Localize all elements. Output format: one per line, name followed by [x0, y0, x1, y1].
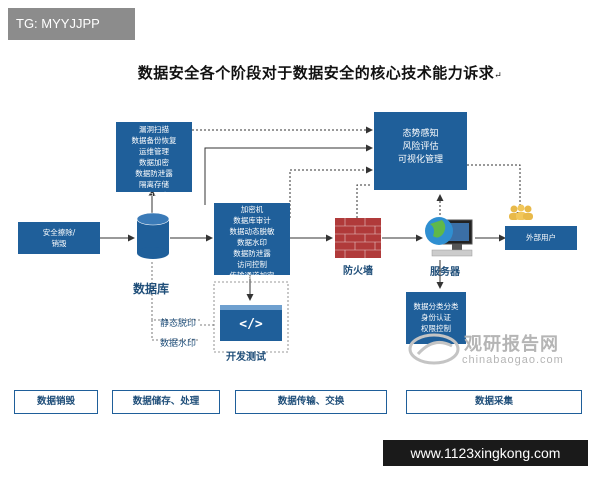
transfer-function-item: 数据水印 [237, 238, 267, 247]
transfer-functions-box: 加密机数据库审计数据动态脱敏数据水印数据防泄露访问控制传输通道加密 [214, 203, 290, 280]
auth-function-item: 身份认证 [421, 313, 451, 322]
transfer-function-item: 传输通道加密 [229, 271, 275, 280]
stage-data-destruction: 数据销毁 [14, 390, 98, 414]
dev-test-label: 开发测试 [226, 352, 266, 363]
auth-function-item: 数据分类分类 [413, 302, 459, 311]
server-label: 服务器 [430, 267, 460, 278]
code-window-icon: </> [220, 305, 282, 341]
static-mask-label: 静态脱印 [160, 319, 197, 329]
firewall-label: 防火墙 [343, 266, 373, 277]
users-icon [509, 204, 533, 220]
storage-functions-box: 漏洞扫描数据备份恢复运维管理数据加密数据防泄露隔离存储用户隔离 [116, 122, 192, 200]
monitor-function-item: 风险评估 [402, 142, 439, 152]
transfer-function-item: 数据防泄露 [233, 249, 271, 258]
brand-logo-icon [408, 333, 460, 365]
transfer-function-item: 数据动态脱敏 [229, 227, 275, 236]
database-label: 数据库 [133, 282, 170, 296]
stage-data-transfer-exchange: 数据传输、交换 [235, 390, 387, 414]
stage-data-storage-processing: 数据储存、处理 [112, 390, 220, 414]
transfer-function-item: 加密机 [240, 205, 264, 214]
diagram-title: 数据安全各个阶段对于数据安全的核心技术能力诉求↵ [137, 64, 503, 82]
server-globe-icon [425, 217, 473, 257]
firewall-icon [335, 218, 381, 258]
storage-function-item: 隔离存储 [139, 180, 169, 189]
transfer-function-item: 访问控制 [237, 260, 267, 269]
storage-function-item: 运维管理 [139, 147, 169, 156]
source-tag-label: TG: MYYJJPP [8, 8, 135, 40]
storage-function-item: 用户隔离 [139, 191, 169, 200]
database-icon [136, 212, 170, 259]
monitoring-functions-box: 态势感知风险评估可视化管理 [374, 112, 467, 190]
brand-name: 观研报告网 [464, 334, 559, 355]
secure-erase-box: 安全擦除/ 销毁 [18, 222, 100, 254]
site-watermark: www.1123xingkong.com [383, 440, 588, 466]
stage-data-collection: 数据采集 [406, 390, 582, 414]
monitor-function-item: 可视化管理 [397, 155, 443, 165]
storage-function-item: 数据防泄露 [135, 169, 173, 178]
brand-url: chinabaogao.com [462, 354, 564, 366]
data-watermark-label: 数据水印 [160, 339, 197, 349]
storage-function-item: 数据加密 [139, 158, 169, 167]
auth-function-item: 权限控制 [421, 324, 451, 333]
external-user-box: 外部用户 [505, 226, 577, 250]
storage-function-item: 漏洞扫描 [139, 125, 169, 134]
monitor-function-item: 态势感知 [402, 129, 439, 139]
storage-function-item: 数据备份恢复 [131, 136, 177, 145]
transfer-function-item: 数据库审计 [233, 216, 271, 225]
